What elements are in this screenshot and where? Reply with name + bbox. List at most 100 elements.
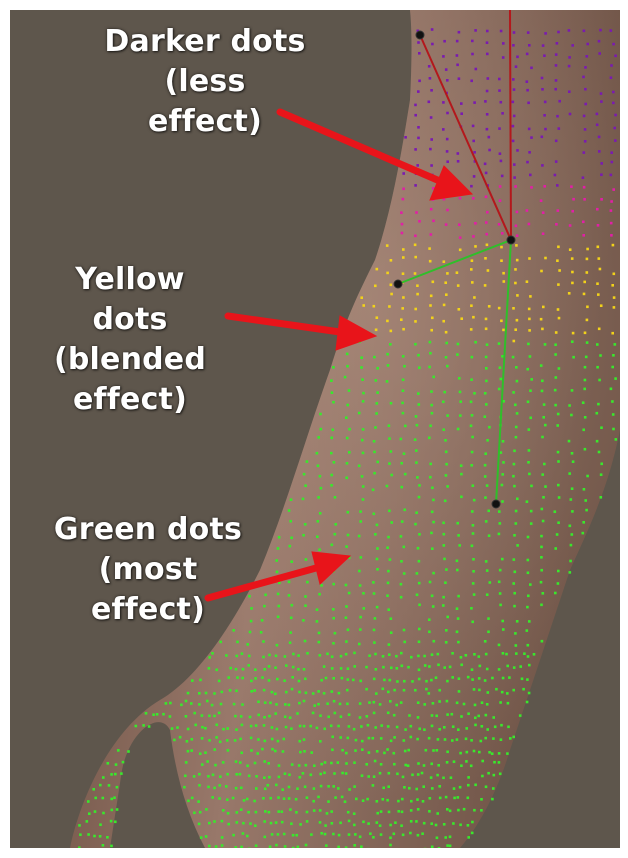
weight-dot xyxy=(488,149,491,152)
weight-dot xyxy=(277,810,280,813)
weight-dot xyxy=(484,640,487,643)
weight-dot xyxy=(470,80,473,83)
weight-dot xyxy=(446,209,449,212)
joint-node-branch[interactable] xyxy=(394,280,402,288)
weight-dot xyxy=(475,68,478,71)
weight-dot xyxy=(485,318,488,321)
weight-dot xyxy=(402,256,405,259)
weight-dot xyxy=(317,796,320,799)
weight-dot xyxy=(239,761,242,764)
weight-dot xyxy=(208,656,211,659)
weight-dot xyxy=(248,655,251,658)
weight-dot xyxy=(431,595,434,598)
weight-dot xyxy=(452,725,455,728)
weight-dot xyxy=(207,775,210,778)
weight-dot xyxy=(512,78,515,81)
weight-dot xyxy=(444,500,447,503)
weight-dot xyxy=(414,244,417,247)
weight-dot xyxy=(458,677,461,680)
joint-node-elbow[interactable] xyxy=(507,236,515,244)
weight-dot xyxy=(319,512,322,515)
weight-dot xyxy=(544,101,547,104)
weight-dot xyxy=(334,533,337,536)
weight-dot xyxy=(470,304,473,307)
weight-dot xyxy=(583,30,586,33)
weight-dot xyxy=(554,592,557,595)
weight-dot xyxy=(362,304,365,307)
weight-dot xyxy=(583,388,586,391)
weight-dot xyxy=(401,307,404,310)
joint-node-wrist[interactable] xyxy=(492,500,500,508)
weight-dot xyxy=(611,161,614,164)
weight-dot xyxy=(374,726,377,729)
weight-dot xyxy=(387,785,390,788)
weight-dot xyxy=(359,616,362,619)
weight-dot xyxy=(226,798,229,801)
weight-dot xyxy=(498,342,501,345)
weight-dot xyxy=(466,751,469,754)
weight-dot xyxy=(600,173,603,176)
weight-dot xyxy=(584,379,587,382)
weight-dot xyxy=(376,316,379,319)
weight-dot xyxy=(473,101,476,104)
weight-dot xyxy=(235,655,238,658)
weight-dot xyxy=(428,692,431,695)
weight-dot xyxy=(418,728,421,731)
weight-dot xyxy=(429,148,432,151)
weight-dot xyxy=(290,560,293,563)
weight-dot xyxy=(289,520,292,523)
weight-dot xyxy=(444,281,447,284)
weight-dot xyxy=(486,728,489,731)
weight-dot xyxy=(429,341,432,344)
weight-dot xyxy=(611,284,614,287)
weight-dot xyxy=(473,809,476,812)
weight-dot xyxy=(544,485,547,488)
weight-dot xyxy=(316,535,319,538)
weight-dot xyxy=(541,390,544,393)
weight-dot xyxy=(234,846,237,848)
weight-dot xyxy=(431,28,434,31)
weight-dot xyxy=(472,524,475,527)
weight-dot xyxy=(402,834,405,837)
weight-dot xyxy=(393,752,396,755)
weight-dot xyxy=(277,740,280,743)
weight-dot xyxy=(219,784,222,787)
weight-dot xyxy=(540,318,543,321)
weight-dot xyxy=(388,462,391,465)
weight-dot xyxy=(484,415,487,418)
weight-dot xyxy=(387,364,390,367)
joint-node-top[interactable] xyxy=(416,31,424,39)
weight-dot xyxy=(428,65,431,68)
weight-dot xyxy=(345,545,348,548)
weight-dot xyxy=(598,40,601,43)
weight-dot xyxy=(610,64,613,67)
weight-dot xyxy=(457,595,460,598)
weight-dot xyxy=(373,641,376,644)
weight-dot xyxy=(597,224,600,227)
weight-dot xyxy=(456,353,459,356)
weight-dot xyxy=(425,749,428,752)
weight-dot xyxy=(290,822,293,825)
weight-dot xyxy=(432,220,435,223)
weight-dot xyxy=(484,257,487,260)
weight-dot xyxy=(313,764,316,767)
weight-dot xyxy=(460,764,463,767)
weight-dot xyxy=(418,403,421,406)
weight-dot xyxy=(297,668,300,671)
weight-dot xyxy=(264,836,267,839)
weight-dot xyxy=(499,701,502,704)
weight-dot xyxy=(516,319,519,322)
weight-dot xyxy=(376,800,379,803)
weight-dot xyxy=(283,833,286,836)
weight-dot xyxy=(438,728,441,731)
weight-dot xyxy=(473,296,476,299)
weight-dot xyxy=(227,812,230,815)
weight-dot xyxy=(571,282,574,285)
weight-dot xyxy=(425,688,428,691)
weight-dot xyxy=(316,452,319,455)
weight-dot xyxy=(269,845,272,848)
weight-dot xyxy=(444,439,447,442)
weight-dot xyxy=(498,581,501,584)
weight-dot xyxy=(458,31,461,34)
weight-dot xyxy=(415,415,418,418)
